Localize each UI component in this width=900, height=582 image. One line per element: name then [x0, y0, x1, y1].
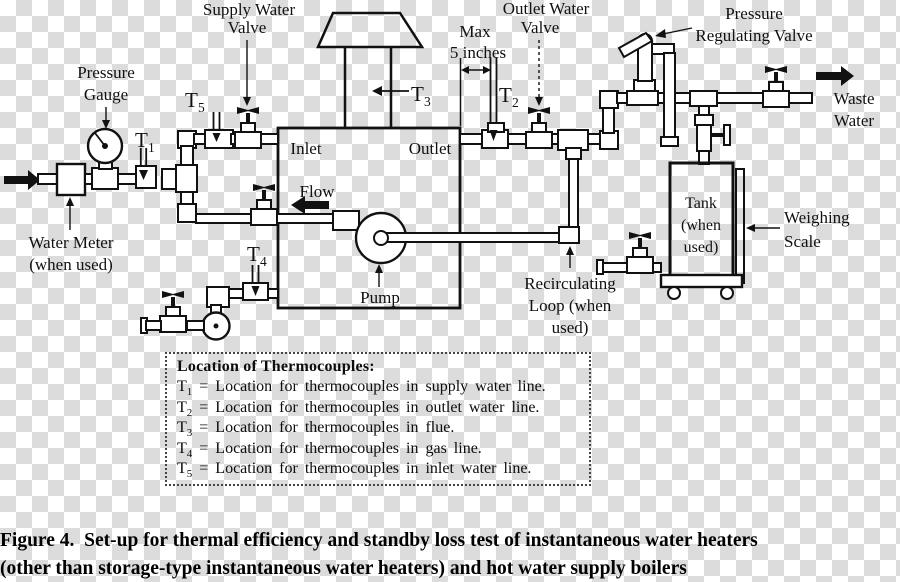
- drain-valve-symbol: [627, 232, 653, 273]
- gas-valve-symbol: [160, 291, 186, 332]
- legend-item-t3: T3 = Location for thermocouples in flue.: [177, 418, 589, 439]
- pressure-regulating-valve-symbol: [619, 33, 678, 146]
- recirc-loop-label-3: used): [552, 318, 589, 337]
- supply-flow-arrow-icon: [4, 170, 40, 190]
- t4-label: T: [247, 242, 260, 266]
- inlet-top-run: [194, 107, 278, 148]
- legend-title: Location of Thermocouples:: [177, 357, 589, 377]
- tank-label-1: Tank: [685, 195, 717, 212]
- pressure-gauge-symbol: [88, 129, 122, 163]
- flow-label: Flow: [300, 182, 336, 201]
- pump-label: Pump: [360, 288, 400, 307]
- legend-item-t4: T4 = Location for thermocouples in gas l…: [177, 439, 589, 460]
- waste-water-label-2: Water: [834, 111, 874, 130]
- water-meter-label-1: Water Meter: [29, 233, 114, 252]
- tank-label-2: (when: [681, 217, 721, 234]
- max-distance-label-1: Max: [459, 22, 491, 41]
- supply-water-valve-symbol: [235, 107, 261, 148]
- pressure-gauge-label-2: Gauge: [84, 85, 128, 104]
- tank-drain-line: [597, 232, 661, 274]
- recirc-loop-label-1: Recirculating: [524, 274, 616, 293]
- water-meter-label-2: (when used): [29, 255, 113, 274]
- figure-caption: Figure 4. Set-up for thermal efficiency …: [0, 527, 900, 582]
- recirc-loop-label-2: Loop (when: [529, 296, 612, 315]
- tank-label-3: used): [684, 239, 719, 256]
- prv-label-2: Regulating Valve: [695, 26, 812, 45]
- water-meter-symbol: [57, 164, 85, 195]
- outlet-valve-label-1: Outlet Water: [503, 0, 590, 18]
- supply-valve-label-1: Supply Water: [203, 0, 296, 19]
- max-distance-dimension: [461, 58, 492, 126]
- flue-stack: [318, 13, 422, 128]
- inlet-label: Inlet: [290, 139, 321, 158]
- outlet-valve-label-2: Valve: [521, 18, 560, 37]
- weighing-scale-label-2: Scale: [784, 232, 821, 251]
- legend-item-t1: T1 = Location for thermocouples in suppl…: [177, 377, 589, 398]
- supply-valve-label-2: Valve: [228, 18, 267, 37]
- t5-sub: 5: [198, 100, 205, 115]
- pressure-gauge-label-1: Pressure: [77, 63, 135, 82]
- recirculating-loop-line: [559, 148, 581, 243]
- t1-label: T: [135, 128, 148, 152]
- waste-water-label-1: Waste: [833, 89, 874, 108]
- pump-symbol: [333, 211, 559, 263]
- recirc-valve-symbol: [251, 184, 277, 225]
- legend-box: Location of Thermocouples: T1 = Location…: [165, 352, 591, 486]
- weighing-scale-plate: [736, 169, 744, 283]
- waste-valve-symbol: [763, 66, 789, 107]
- gas-line: [141, 283, 278, 340]
- prv-label-1: Pressure: [725, 4, 783, 23]
- weighing-scale-label-1: Weighing: [784, 208, 850, 227]
- t3-sub: 3: [424, 94, 431, 109]
- t1-sub: 1: [148, 140, 155, 155]
- t3-label: T: [411, 82, 424, 106]
- outlet-label: Outlet: [409, 139, 452, 158]
- max-distance-label-2: 5 inches: [450, 43, 506, 62]
- outlet-water-valve-symbol: [526, 107, 552, 148]
- legend-item-t2: T2 = Location for thermocouples in outle…: [177, 398, 589, 419]
- tank-branch-line: [695, 106, 730, 164]
- t5-label: T: [185, 88, 198, 112]
- t4-sub: 4: [260, 254, 267, 269]
- caption-line-2: (other than storage-type instantaneous w…: [0, 555, 900, 582]
- t2-sub: 2: [512, 95, 519, 110]
- t2-label: T: [499, 83, 512, 107]
- legend-item-t5: T5 = Location for thermocouples in inlet…: [177, 459, 589, 480]
- waste-water-arrow-icon: [816, 66, 854, 86]
- caption-line-1: Figure 4. Set-up for thermal efficiency …: [0, 527, 900, 555]
